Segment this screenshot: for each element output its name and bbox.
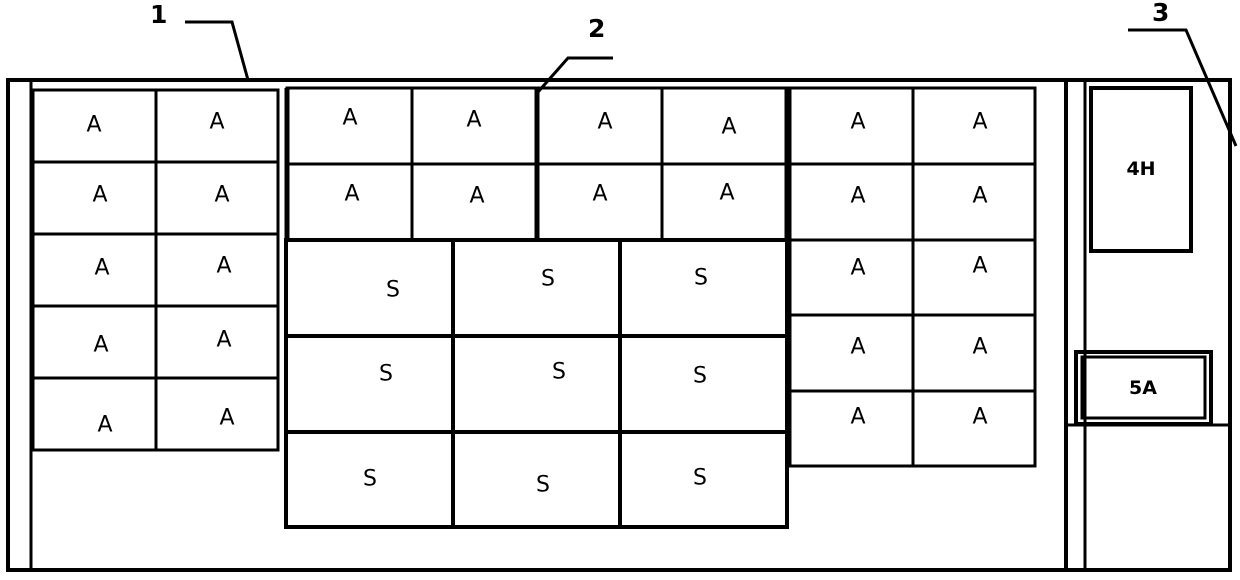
- cell-midtop-r1c3: A: [719, 180, 735, 206]
- cell-s-r2c0: S: [363, 466, 377, 492]
- right-block-grid: [788, 86, 1037, 468]
- cell-right-r3c1: A: [972, 334, 988, 360]
- middle-s-grid: [284, 238, 789, 529]
- cell-s-r1c0: S: [379, 361, 393, 387]
- unit-4h-box: [1089, 86, 1193, 253]
- leader-line-1: [185, 20, 250, 81]
- cell-midtop-r0c1: A: [466, 107, 482, 133]
- cell-midtop-r0c3: A: [721, 114, 737, 140]
- cell-s-r1c1: S: [552, 359, 566, 385]
- leader-line-3: [1128, 28, 1238, 147]
- cell-right-r1c0: A: [850, 183, 866, 209]
- cell-midtop-r1c1: A: [469, 183, 485, 209]
- cell-s-r2c2: S: [693, 465, 707, 491]
- cell-midtop-r0c0: A: [342, 105, 358, 131]
- cell-right-r2c1: A: [972, 253, 988, 279]
- cell-right-r4c0: A: [850, 404, 866, 430]
- cell-s-r0c2: S: [694, 265, 708, 291]
- cell-left-r3c0: A: [93, 332, 109, 358]
- cell-right-r2c0: A: [850, 255, 866, 281]
- unit-4h-label: 4H: [1126, 158, 1156, 180]
- cell-s-r0c1: S: [541, 266, 555, 292]
- cell-left-r3c1: A: [216, 327, 232, 353]
- reference-number-3: 3: [1152, 0, 1170, 27]
- unit-5a-label: 5A: [1129, 377, 1157, 399]
- cell-s-r1c2: S: [693, 363, 707, 389]
- cell-right-r0c0: A: [850, 109, 866, 135]
- cell-left-r2c1: A: [216, 253, 232, 279]
- left-block-grid: [31, 88, 280, 452]
- cell-midtop-r1c0: A: [344, 181, 360, 207]
- cell-right-r1c1: A: [972, 183, 988, 209]
- middle-top-heavy-edges: [284, 88, 790, 240]
- cell-right-r4c1: A: [972, 404, 988, 430]
- reference-number-1: 1: [150, 0, 168, 29]
- cell-left-r1c0: A: [92, 182, 108, 208]
- outer-frame: [6, 78, 1232, 572]
- cell-left-r1c1: A: [214, 182, 230, 208]
- cell-left-r0c1: A: [209, 109, 225, 135]
- cell-right-r0c1: A: [972, 109, 988, 135]
- leader-line-2: [536, 56, 613, 93]
- cell-midtop-r0c2: A: [597, 109, 613, 135]
- cell-left-r4c0: A: [97, 412, 113, 438]
- cell-right-r3c0: A: [850, 334, 866, 360]
- cell-s-r0c0: S: [386, 277, 400, 303]
- cell-left-r0c0: A: [86, 112, 102, 138]
- reference-number-2: 2: [588, 14, 606, 43]
- cell-s-r2c1: S: [536, 472, 550, 498]
- cell-left-r2c0: A: [94, 255, 110, 281]
- cell-midtop-r1c2: A: [592, 181, 608, 207]
- cell-left-r4c1: A: [219, 405, 235, 431]
